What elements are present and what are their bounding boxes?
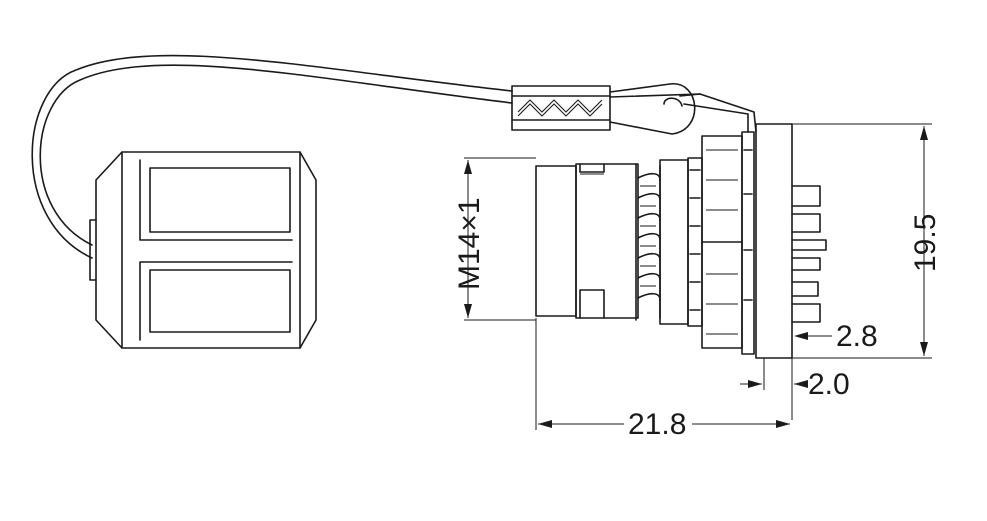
- crimp-sleeve: [511, 85, 611, 131]
- dim-depth-b-label: 2.0: [808, 368, 850, 401]
- dim-depth-b: 2.0: [740, 358, 850, 401]
- dim-total-height-label: 19.5: [909, 214, 942, 272]
- tether-cord: [31, 54, 701, 259]
- dim-thread: M14×1: [453, 157, 536, 321]
- dim-thread-label: M14×1: [453, 197, 486, 290]
- ring-terminal: [609, 83, 757, 135]
- dim-depth-a: 2.8: [791, 320, 878, 420]
- dim-total-length-label: 21.8: [628, 408, 686, 441]
- dust-cap: [89, 151, 317, 349]
- connector-body: [535, 123, 827, 359]
- dim-total-length: 21.8: [535, 318, 790, 441]
- dim-depth-a-label: 2.8: [836, 320, 878, 353]
- dim-total-height: 19.5: [792, 123, 942, 359]
